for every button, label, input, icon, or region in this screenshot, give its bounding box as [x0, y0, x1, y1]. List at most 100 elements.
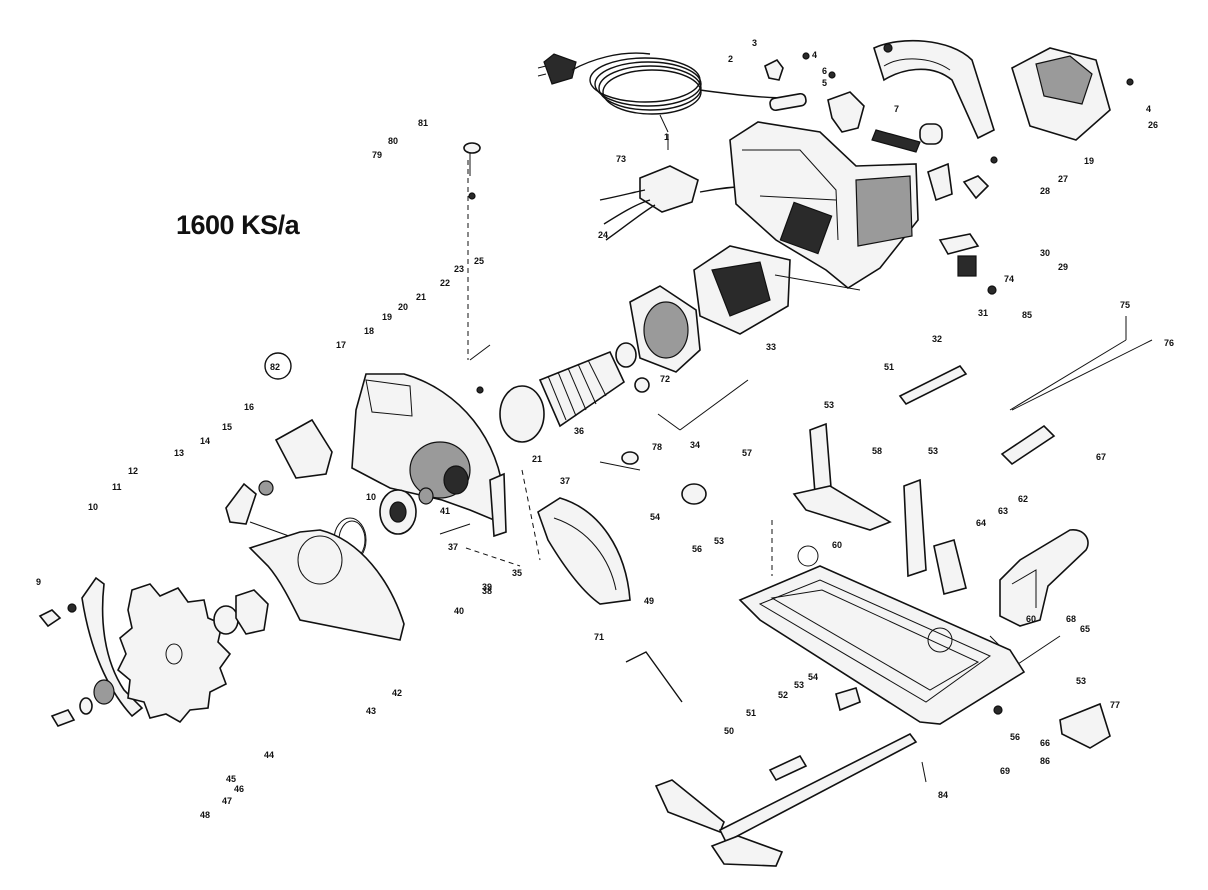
knob-14 [258, 480, 274, 496]
label-50: 50 [724, 726, 734, 736]
label-52: 52 [778, 690, 788, 700]
label-54a: 54 [650, 512, 660, 522]
label-30: 30 [1040, 248, 1050, 258]
rip-fence [654, 732, 918, 867]
label-53c: 53 [714, 536, 724, 546]
label-80: 80 [388, 136, 398, 146]
front-knob-handle [999, 529, 1089, 627]
bearing-plate [629, 285, 701, 373]
label-47: 47 [222, 796, 232, 806]
washer-78 [621, 451, 639, 465]
label-21: 21 [416, 292, 426, 302]
label-37b: 37 [448, 542, 458, 552]
motor-housing [729, 121, 919, 289]
label-43: 43 [366, 706, 376, 716]
label-39: 39 [482, 582, 492, 592]
label-16: 16 [244, 402, 254, 412]
label-58: 58 [872, 446, 882, 456]
label-17: 17 [336, 340, 346, 350]
side-cover [537, 497, 631, 605]
label-42: 42 [392, 688, 402, 698]
brush-holder-parts [927, 156, 998, 295]
gear-assembly [333, 487, 471, 563]
power-cord [537, 52, 791, 133]
label-19: 19 [382, 312, 392, 322]
label-73: 73 [616, 154, 626, 164]
knob-54 [681, 483, 707, 505]
label-18: 18 [364, 326, 374, 336]
label-66: 66 [1040, 738, 1050, 748]
leader-lines [465, 134, 1127, 665]
saw-blade [117, 583, 232, 724]
label-21b: 21 [532, 454, 542, 464]
label-6: 6 [822, 66, 827, 76]
label-34: 34 [690, 440, 700, 450]
upper-blade-guard [351, 373, 507, 538]
label-24: 24 [598, 230, 608, 240]
label-51b: 51 [884, 362, 894, 372]
label-71: 71 [594, 632, 604, 642]
guard-lever [274, 418, 333, 479]
model-title: 1600 KS/a [176, 210, 300, 240]
blade-bolt [50, 709, 76, 727]
label-75: 75 [1120, 300, 1130, 310]
label-53e: 53 [1076, 676, 1086, 686]
outer-flange [93, 679, 115, 705]
label-1: 1 [664, 132, 669, 142]
label-4a: 4 [812, 50, 817, 60]
label-11: 11 [112, 482, 122, 492]
guide-rod [1011, 339, 1153, 411]
label-35: 35 [512, 568, 522, 578]
armature [476, 342, 637, 443]
label-19b: 19 [1084, 156, 1094, 166]
cord-clamp [599, 165, 761, 241]
label-53d: 53 [928, 446, 938, 456]
label-64: 64 [976, 518, 986, 528]
label-82: 82 [270, 362, 280, 372]
label-51a: 51 [746, 708, 756, 718]
label-49: 49 [644, 596, 654, 606]
label-53b: 53 [824, 400, 834, 410]
label-36: 36 [574, 426, 584, 436]
label-33: 33 [766, 342, 776, 352]
hex-key [625, 651, 683, 703]
field-stator [693, 245, 791, 335]
depth-bracket [792, 422, 967, 595]
motor-end-cap [1011, 47, 1134, 141]
label-29: 29 [1058, 262, 1068, 272]
label-69: 69 [1000, 766, 1010, 776]
washer-72 [634, 377, 650, 393]
part-labels: 1 2 3 4 4 5 6 7 9 10 10 11 12 13 14 15 1… [36, 38, 1174, 820]
label-38: 38 [482, 586, 492, 596]
label-72: 72 [660, 374, 670, 384]
label-45: 45 [226, 774, 236, 784]
lower-blade-guard [248, 529, 405, 641]
label-79: 79 [372, 150, 382, 160]
label-85: 85 [1022, 310, 1032, 320]
switch-parts [764, 52, 943, 153]
base-plate [738, 545, 1026, 725]
label-26: 26 [1148, 120, 1158, 130]
label-28: 28 [1040, 186, 1050, 196]
rear-handle [873, 39, 995, 140]
label-77: 77 [1110, 700, 1120, 710]
label-78: 78 [652, 442, 662, 452]
label-12: 12 [128, 466, 138, 476]
label-3: 3 [752, 38, 757, 48]
label-81: 81 [418, 118, 428, 128]
label-13: 13 [174, 448, 184, 458]
label-22: 22 [440, 278, 450, 288]
label-31: 31 [978, 308, 988, 318]
label-9: 9 [36, 577, 41, 587]
lever-77 [1059, 702, 1111, 749]
label-84: 84 [938, 790, 948, 800]
label-67: 67 [1096, 452, 1106, 462]
label-74: 74 [1004, 274, 1014, 284]
label-48: 48 [200, 810, 210, 820]
fence-clamp [768, 754, 808, 782]
clamp-lever [225, 482, 257, 525]
label-57: 57 [742, 448, 752, 458]
label-41: 41 [440, 506, 450, 516]
